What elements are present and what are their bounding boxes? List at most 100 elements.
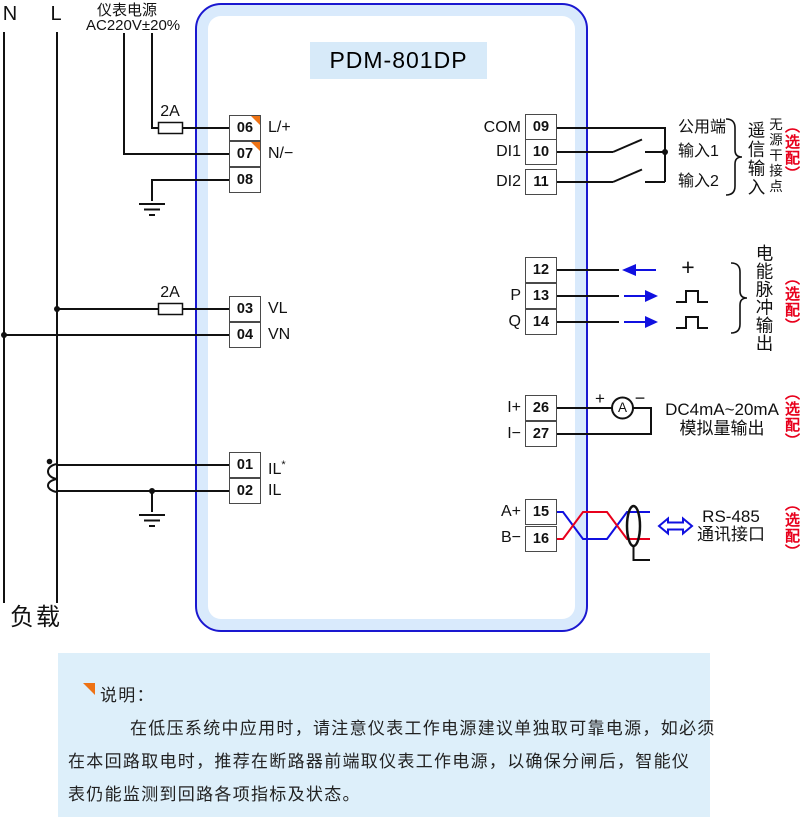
fuse-icon-top: [157, 121, 184, 135]
terminal-09: 09: [525, 114, 557, 140]
pulse-group-label: 电能脉冲输出: [754, 244, 774, 352]
supply-label-2: AC220V±20%: [86, 17, 181, 34]
terminal-27: 27: [525, 421, 557, 447]
terminal-26-label: I+: [507, 399, 521, 416]
optional-corner-icon: [251, 116, 260, 125]
terminal-04: 04: [229, 322, 261, 348]
di-group-label: 遥信输入: [746, 121, 766, 197]
terminal-08: 08: [229, 167, 261, 193]
terminal-07-number: 07: [236, 146, 254, 162]
terminal-27-number: 27: [532, 426, 550, 442]
terminal-15: 15: [525, 499, 557, 525]
wiring-svg: [1, 32, 748, 603]
terminal-10: 10: [525, 139, 557, 165]
shield-tail-wire: [632, 546, 650, 561]
terminal-03-number: 03: [236, 301, 254, 317]
rs485-wire-a: [557, 511, 650, 540]
terminal-12-number: 12: [532, 262, 550, 278]
terminal-03-label: VL: [268, 300, 288, 317]
pulse-symbol-p-icon: [676, 290, 708, 303]
ammeter-letter: A: [617, 400, 627, 415]
arrow-left-icon: [622, 264, 636, 276]
terminal-06-number: 06: [236, 120, 254, 136]
supply-l-wire: [151, 33, 229, 129]
terminal-10-number: 10: [532, 144, 550, 160]
terminal-13-label: P: [510, 287, 521, 304]
com-bus-wire: [557, 127, 666, 182]
rs485-name-label: RS-485: [702, 507, 760, 526]
terminal-02: 02: [229, 478, 261, 504]
di-group-sublabel: 无源干接点: [767, 117, 782, 195]
terminal-01-number: 01: [236, 457, 254, 473]
analog-optional-tag: （选配）: [783, 385, 800, 449]
cable-shield-icon: [625, 504, 642, 548]
ammeter-icon: [611, 396, 634, 420]
terminal-15-number: 15: [532, 504, 550, 520]
fuse-top-label: 2A: [160, 103, 180, 120]
supply-label-1: 仪表电源: [96, 2, 157, 19]
fuse-mid-label: 2A: [160, 284, 180, 301]
terminal-14-number: 14: [532, 314, 550, 330]
terminal-08-number: 08: [236, 172, 254, 188]
terminal-26: 26: [525, 395, 557, 421]
load-label: 负载: [10, 604, 62, 631]
terminal-16-number: 16: [532, 531, 550, 547]
terminal-06-label: L/+: [268, 119, 291, 136]
terminal-11: 11: [525, 169, 557, 195]
note-line-2: 在本回路取电时，推荐在断路器前端取仪表工作电源，以确保分闸后，智能仪: [68, 752, 691, 771]
terminal-09-label: COM: [483, 119, 521, 136]
terminal-15-label: A+: [500, 503, 521, 520]
pulse-optional-tag: （选配）: [783, 270, 800, 334]
terminal-13-number: 13: [532, 288, 550, 304]
brace-di: [725, 118, 743, 196]
terminal-01-label-text: IL: [268, 461, 282, 478]
di-input1-label: 输入1: [678, 143, 719, 160]
rs485-port-label: 通讯接口: [697, 525, 765, 544]
note-marker-icon: [83, 683, 95, 695]
ground-icon-top: [139, 203, 165, 216]
note-box: [58, 653, 710, 817]
terminal-01-polarity-mark: *: [281, 459, 286, 471]
ammeter-plus-label: +: [595, 389, 605, 408]
terminal-03: 03: [229, 296, 261, 322]
black-wires: [3, 32, 708, 603]
terminal-02-number: 02: [236, 483, 254, 499]
di-optional-tag: （选配）: [783, 118, 800, 182]
brace-pulse: [730, 262, 748, 334]
terminal-26-number: 26: [532, 400, 550, 416]
l-rail-label: L: [50, 3, 62, 25]
double-arrow-icon: [657, 516, 694, 536]
di-input2-label: 输入2: [678, 173, 719, 190]
terminal-11-number: 11: [533, 174, 549, 190]
meter-model: PDM-801DP: [329, 47, 468, 73]
terminal-07-label: N/−: [268, 145, 294, 162]
ground-icon-bottom: [139, 514, 165, 527]
ammeter-minus-label: −: [634, 388, 646, 408]
rs485-wire-b: [557, 511, 650, 540]
terminal-14-label: Q: [508, 313, 521, 330]
terminal-07: 07: [229, 141, 261, 167]
analog-range-label: DC4mA~20mA: [665, 400, 779, 419]
analog-loop-wire: [557, 407, 652, 435]
ct-polarity-dot: [46, 458, 53, 465]
arrow-right-icon-q: [645, 316, 658, 328]
di1-switch-icon: [557, 138, 665, 153]
supply-n-wire: [123, 33, 229, 155]
analog-name-label: 模拟量输出: [679, 419, 765, 438]
terminal-09-number: 09: [532, 119, 550, 135]
fuse-icon-mid: [157, 302, 184, 316]
terminal-11-label: DI2: [496, 173, 521, 190]
terminal-04-label: VN: [268, 326, 291, 343]
terminal-14: 14: [525, 309, 557, 335]
terminal-06: 06: [229, 115, 261, 141]
n-rail-label: N: [2, 3, 18, 25]
note-line-1: 在低压系统中应用时，请注意仪表工作电源建议单独取可靠电源，如必须: [130, 719, 716, 738]
di2-switch-icon: [557, 168, 665, 183]
terminal-02-label: IL: [268, 482, 282, 499]
pulse-symbol-q-icon: [676, 316, 708, 329]
terminal08-ground-wire: [151, 179, 229, 201]
current-transformer-icon: [47, 463, 58, 493]
terminal-01-label: IL*: [268, 455, 286, 480]
arrow-right-icon-p: [645, 290, 658, 302]
